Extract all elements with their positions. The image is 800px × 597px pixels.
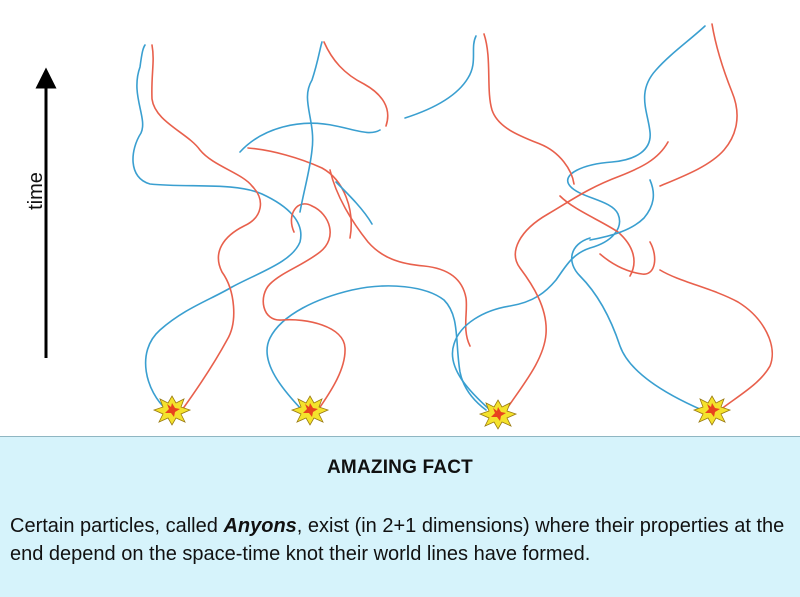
world-line-blue-4b	[589, 179, 655, 241]
world-line-blue-2c	[335, 181, 373, 225]
fact-box: AMAZING FACT Certain particles, called A…	[0, 436, 800, 597]
world-line-blue-2	[266, 285, 487, 411]
world-line-red-4b	[659, 23, 738, 187]
cross-link-blue-1	[239, 122, 381, 153]
world-line-red-3b	[483, 33, 575, 185]
fact-text-before: Certain particles, called	[10, 515, 224, 537]
world-line-red-2b	[329, 169, 471, 347]
world-line-red-4	[659, 269, 774, 411]
world-lines-pair-3	[404, 25, 706, 411]
world-lines-pair-4	[570, 23, 774, 411]
world-line-blue-4	[570, 237, 703, 411]
creation-burst-1	[152, 395, 192, 426]
world-line-red-1	[151, 44, 262, 411]
anyon-braid-diagram	[35, 23, 774, 430]
fact-heading: AMAZING FACT	[327, 457, 473, 478]
world-line-blue-2b	[299, 41, 323, 213]
fact-emphasis: Anyons	[223, 515, 297, 537]
world-line-red-3	[505, 141, 669, 411]
world-lines-pair-2	[262, 41, 487, 411]
fact-text-after: , exist (in 2+1 dimensions) where their …	[10, 515, 785, 565]
world-line-red-2	[262, 203, 346, 411]
creation-burst-4	[692, 395, 732, 426]
time-axis-label: time	[25, 172, 47, 210]
world-line-red-2c	[323, 41, 389, 127]
creation-burst-2	[290, 395, 330, 426]
world-line-red-4c	[599, 241, 656, 275]
creation-burst-3	[478, 399, 518, 430]
fact-text: Certain particles, called Anyons, exist …	[10, 512, 795, 568]
world-line-blue-1	[132, 44, 302, 411]
world-lines-pair-1	[132, 44, 381, 411]
world-line-blue-3b	[404, 35, 477, 119]
world-line-red-3c	[559, 195, 635, 277]
cross-link-red-1	[247, 147, 352, 239]
world-line-blue-3	[451, 25, 706, 411]
